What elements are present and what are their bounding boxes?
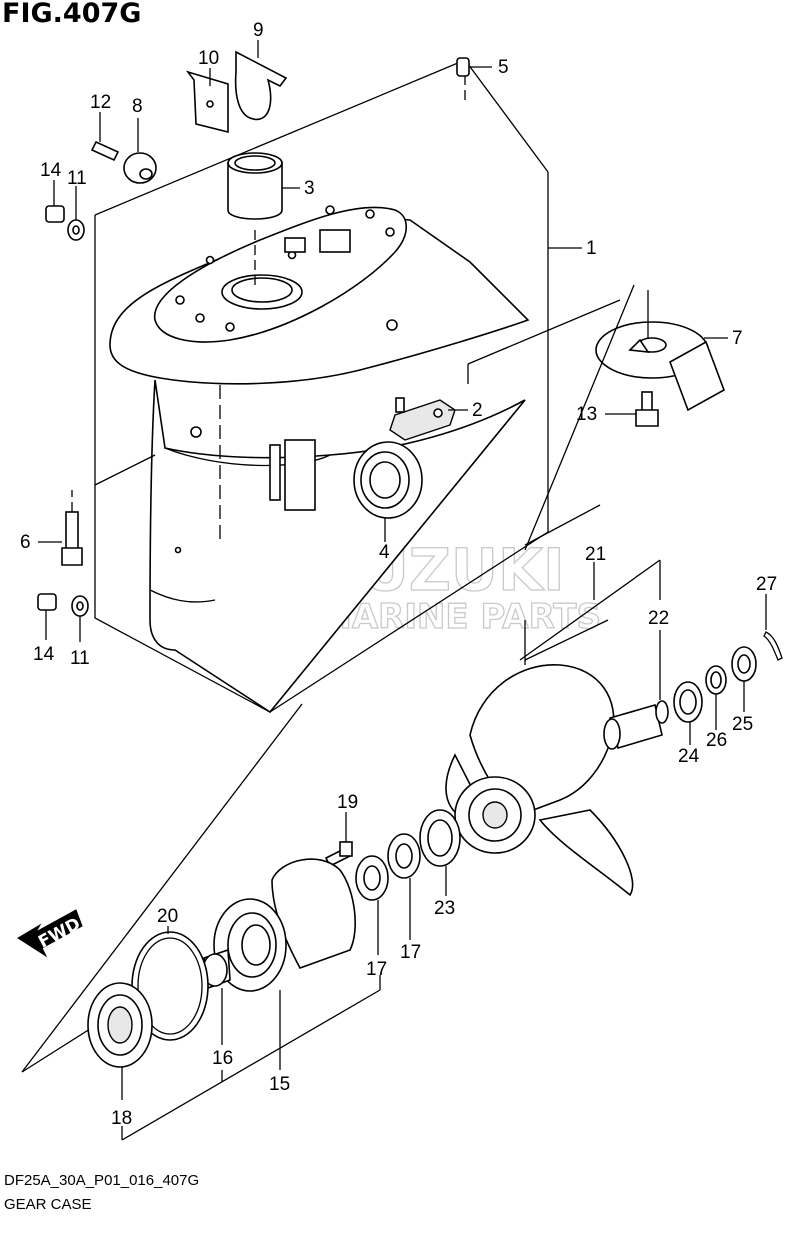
prop-assembly-lines: [21, 284, 661, 1073]
callout-1: 1: [586, 238, 597, 259]
part-5-dowel-pin: [456, 57, 492, 77]
callout-5: 5: [498, 57, 509, 78]
bottom-bracket-lines: [121, 619, 609, 1141]
callout-21: 21: [585, 544, 606, 565]
part-12-screw: [90, 112, 120, 162]
callout-6: 6: [20, 532, 31, 553]
part-2-anode: [389, 397, 468, 441]
callout-24: 24: [678, 746, 700, 767]
callout-13: 13: [576, 404, 597, 425]
gear-case-housing: [94, 205, 530, 714]
callout-23: 23: [434, 898, 455, 919]
figure-title: FIG.407G: [2, 0, 142, 29]
callout-14-top: 14: [40, 160, 62, 181]
callout-18: 18: [111, 1108, 132, 1129]
callout-8: 8: [132, 96, 143, 117]
figure-description: GEAR CASE: [4, 1196, 92, 1213]
callout-15: 15: [269, 1074, 290, 1095]
part-9-clip: [234, 40, 288, 121]
figure-code: DF25A_30A_P01_016_407G: [4, 1172, 200, 1189]
callout-26: 26: [706, 730, 727, 751]
callout-20: 20: [157, 906, 178, 927]
part-10-plate: [185, 68, 229, 134]
part-11-14-plugs: [37, 180, 89, 642]
callout-7: 7: [732, 328, 743, 349]
callout-4: 4: [379, 542, 390, 563]
callout-11-top: 11: [67, 168, 87, 189]
callout-27: 27: [756, 574, 777, 595]
callout-3: 3: [304, 178, 315, 199]
part-13-bolt: [605, 391, 659, 427]
callout-9: 9: [253, 20, 264, 41]
part-4-ball-bearing: [353, 441, 423, 542]
callout-10: 10: [198, 48, 219, 69]
part-3-needle-bearing: [227, 152, 300, 220]
callout-17-b: 17: [400, 942, 421, 963]
watermark-subtitle: MARINE PARTS: [318, 597, 601, 637]
fwd-arrow-icon: FWD: [17, 909, 84, 958]
part-15-propeller-shaft-housing: [213, 858, 356, 1070]
callout-22: 22: [648, 608, 669, 629]
callout-12: 12: [90, 92, 111, 113]
part-23-thrust-washer: [419, 809, 461, 896]
callouts: 1 2 3 4 5 6 7 8 9 10 11 11 12 13 14 14 1…: [20, 20, 777, 1129]
callout-19: 19: [337, 792, 358, 813]
part-16-needle-bearing: [202, 948, 231, 1045]
parts-24-27-nut-set: [673, 594, 783, 745]
gear-case-box-lines: [94, 59, 549, 713]
callout-16: 16: [212, 1048, 233, 1069]
part-18-bearing: [87, 982, 153, 1100]
part-8-grommet: [123, 118, 157, 184]
part-17-bearings: [355, 833, 421, 955]
part-22-spacer: [603, 630, 669, 750]
callout-14-bottom: 14: [33, 644, 55, 665]
part-6-bolt: [38, 490, 83, 566]
part-21-propeller: [445, 664, 634, 897]
part-7-trim-tab: [595, 290, 728, 412]
part-19-bolt: [324, 812, 353, 868]
callout-17-a: 17: [366, 959, 387, 980]
callout-25: 25: [732, 714, 753, 735]
callout-2: 2: [472, 400, 483, 421]
callout-11-bottom: 11: [70, 648, 90, 669]
